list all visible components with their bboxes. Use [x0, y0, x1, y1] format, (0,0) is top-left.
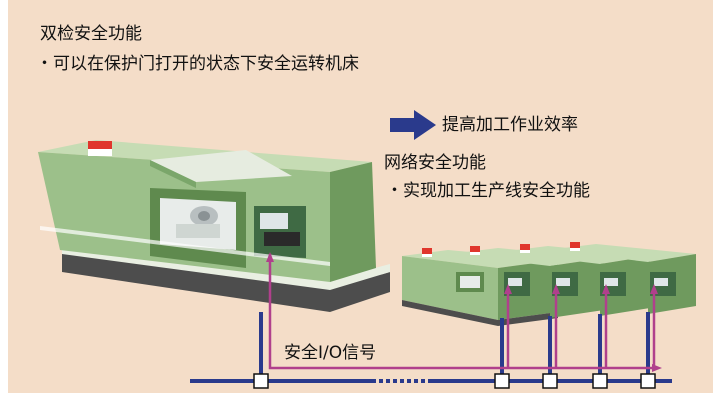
network-safety-detail: ・实现加工生产线安全功能	[386, 181, 590, 201]
production-line-machines	[402, 242, 696, 326]
safety-signal-path	[266, 252, 662, 372]
safety-io-signal-label: 安全I/O信号	[284, 343, 377, 363]
result-text: 提高加工作业效率	[442, 115, 578, 135]
dual-check-detail: ・可以在保护门打开的状态下安全运转机床	[36, 54, 359, 74]
signal-lamp-icon	[422, 242, 580, 257]
network-bus	[190, 312, 672, 383]
network-node-boxes	[253, 373, 656, 389]
network-safety-title: 网络安全功能	[384, 153, 486, 173]
signal-lamp-icon	[88, 141, 112, 156]
dual-check-title: 双检安全功能	[40, 24, 142, 44]
right-arrow-icon	[390, 110, 436, 140]
large-machine-tool	[38, 140, 390, 312]
